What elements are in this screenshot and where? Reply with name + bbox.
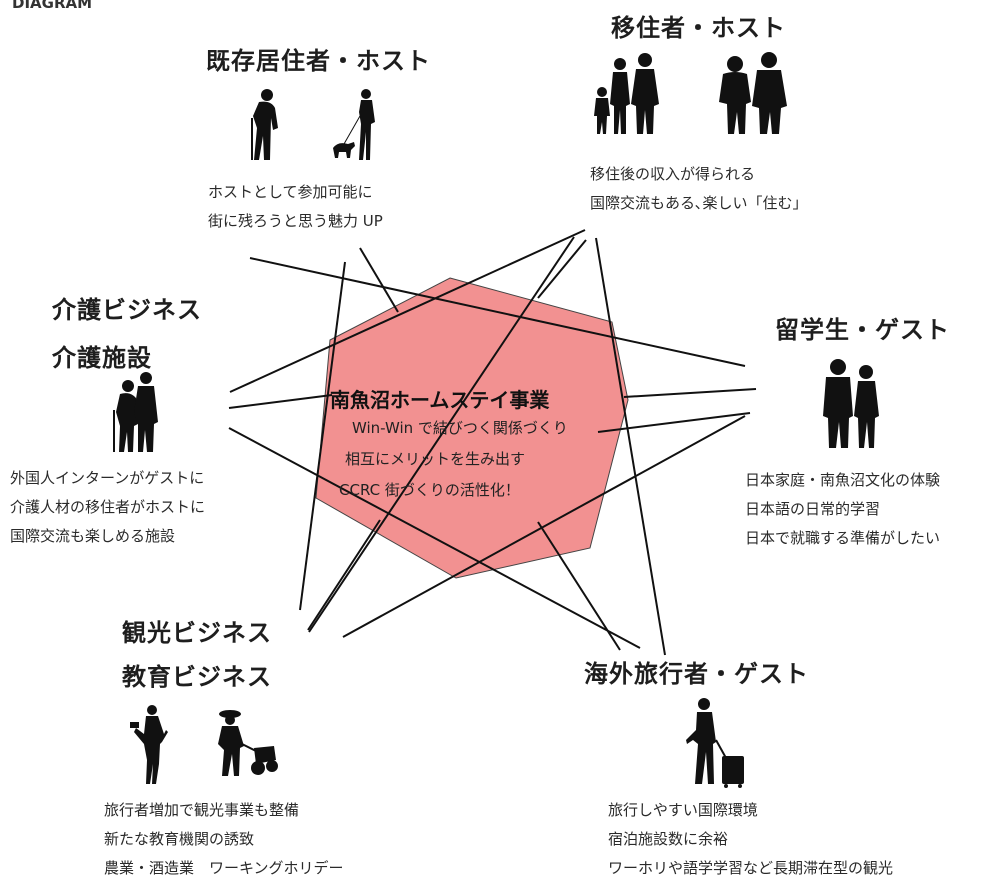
education-business-title: 教育ビジネス [122,663,272,691]
connector-line [537,239,587,299]
connector-line [342,415,746,638]
description-line: 国際交流もある､楽しい「住む」 [590,194,808,212]
connector-line [597,412,751,433]
description-line: 旅行しやすい国際環境 [608,801,758,819]
description-line: ホストとして参加可能に [208,183,373,201]
description-line: 農業・酒造業 ワーキングホリデー [104,859,344,877]
connector-line [228,394,333,409]
care-facility-title: 介護施設 [52,344,152,372]
description-line: 国際交流も楽しめる施設 [10,527,176,545]
traveler-with-suitcase-icon [684,696,748,792]
description-line: 新たな教育機関の誘致 [104,830,255,848]
description-line: 日本語の日常的学習 [745,500,881,518]
description-line: 外国人インターンがゲストに [10,469,205,487]
student-guest-title: 留学生・ゲスト [775,316,950,344]
connector-line [299,261,346,611]
corner-label: DIAGRAM [12,0,93,12]
migrant-host-title: 移住者・ホスト [611,14,786,42]
description-line: 旅行者増加で観光事業も整備 [104,801,300,819]
description-line: 日本で就職する準備がしたい [745,529,941,547]
presenter-woman-icon [130,704,170,790]
student-guest-description: 日本家庭・南魚沼文化の体験 日本語の日常的学習 日本で就職する準備がしたい [745,466,940,553]
description-line: 日本家庭・南魚沼文化の体験 [745,471,941,489]
young-couple-icon [822,358,882,454]
migrant-host-description: 移住後の収入が得られる 国際交流もある､楽しい「住む」 [590,160,808,218]
tourism-business-title: 観光ビジネス [122,619,272,647]
center-line: CCRC 街づくりの活性化！ [339,481,520,499]
farmer-with-cart-icon [208,708,280,784]
care-business-title: 介護ビジネス [52,296,202,324]
woman-walking-dog-icon [330,88,380,168]
traveler-guest-description: 旅行しやすい国際環境 宿泊施設数に余裕 ワーホリや語学学習など長期滞在型の観光 [608,796,893,883]
center-hexagon [315,277,629,579]
description-line: ワーホリや語学学習など長期滞在型の観光 [608,859,894,877]
connector-line [537,521,621,651]
caregiver-with-elderly-icon [110,372,160,458]
elderly-man-with-cane-icon [245,88,285,166]
center-line: 相互にメリットを生み出す [345,450,526,468]
center-description: Win-Win で結びつく関係づくり 相互にメリットを生み出す CCRC 街づく… [339,413,568,506]
center-title: 南魚沼ホームステイ事業 [330,388,550,412]
connector-line [308,236,575,633]
connector-line [623,388,757,398]
center-line: Win-Win で結びつく関係づくり [352,419,568,437]
connector-line [595,237,666,656]
connector-line [249,257,746,367]
family-icon [593,52,663,140]
connector-line [228,427,641,649]
connector-line [307,519,381,631]
description-line: 街に残ろうと思う魅力 UP [208,212,383,230]
tourism-description: 旅行者増加で観光事業も整備 新たな教育機関の誘致 農業・酒造業 ワーキングホリデ… [104,796,344,883]
resident-host-description: ホストとして参加可能に 街に残ろうと思う魅力 UP [208,178,383,236]
resident-host-title: 既存居住者・ホスト [206,47,431,75]
connector-line [359,247,399,313]
description-line: 移住後の収入が得られる [590,165,756,183]
elderly-couple-icon [715,52,791,140]
connector-lines [228,229,757,656]
connector-line [229,229,586,393]
description-line: 介護人材の移住者がホストに [10,498,206,516]
description-line: 宿泊施設数に余裕 [608,830,729,848]
care-description: 外国人インターンがゲストに 介護人材の移住者がホストに 国際交流も楽しめる施設 [10,464,205,551]
traveler-guest-title: 海外旅行者・ゲスト [584,660,809,688]
